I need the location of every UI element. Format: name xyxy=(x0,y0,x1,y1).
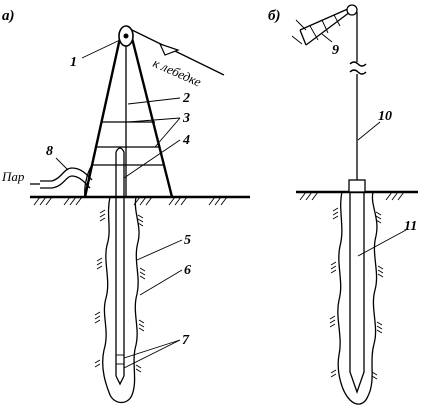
steam-hose xyxy=(30,167,93,189)
label-2: 2 xyxy=(182,91,190,106)
panel-a: а) к лебедке xyxy=(1,8,250,404)
ground-hatching-b xyxy=(299,191,405,201)
leader-lines-a xyxy=(55,39,183,369)
panel-b-label: б) xyxy=(268,8,280,24)
label-4: 4 xyxy=(182,133,190,148)
label-7: 7 xyxy=(182,333,190,348)
tripod xyxy=(83,37,174,198)
label-8: 8 xyxy=(46,144,53,159)
panel-b: б) 9 10 11 xyxy=(268,4,418,405)
label-9: 9 xyxy=(332,43,339,58)
label-11: 11 xyxy=(404,219,417,234)
label-5: 5 xyxy=(184,233,191,248)
soil-hatching-b xyxy=(329,207,384,380)
winch-cable xyxy=(131,29,225,76)
thawed-zone-a xyxy=(102,196,140,404)
soil-hatching-a xyxy=(94,209,146,373)
winch-label: к лебедке xyxy=(151,55,204,90)
steam-label: Пар xyxy=(1,169,25,184)
leader-lines-b xyxy=(321,33,407,257)
rig-boom xyxy=(291,4,358,46)
pulley xyxy=(118,25,134,47)
borehole-b xyxy=(337,191,378,405)
pile xyxy=(349,192,365,394)
label-3: 3 xyxy=(182,111,190,126)
arrow-icon xyxy=(158,42,180,56)
steam-needle xyxy=(115,147,125,386)
label-10: 10 xyxy=(378,109,392,124)
pile-cap xyxy=(348,179,366,193)
break-mark xyxy=(349,61,367,75)
label-1: 1 xyxy=(70,55,77,70)
label-6: 6 xyxy=(184,263,191,278)
panel-a-label: а) xyxy=(2,8,15,24)
ground-hatching-a xyxy=(33,196,228,206)
